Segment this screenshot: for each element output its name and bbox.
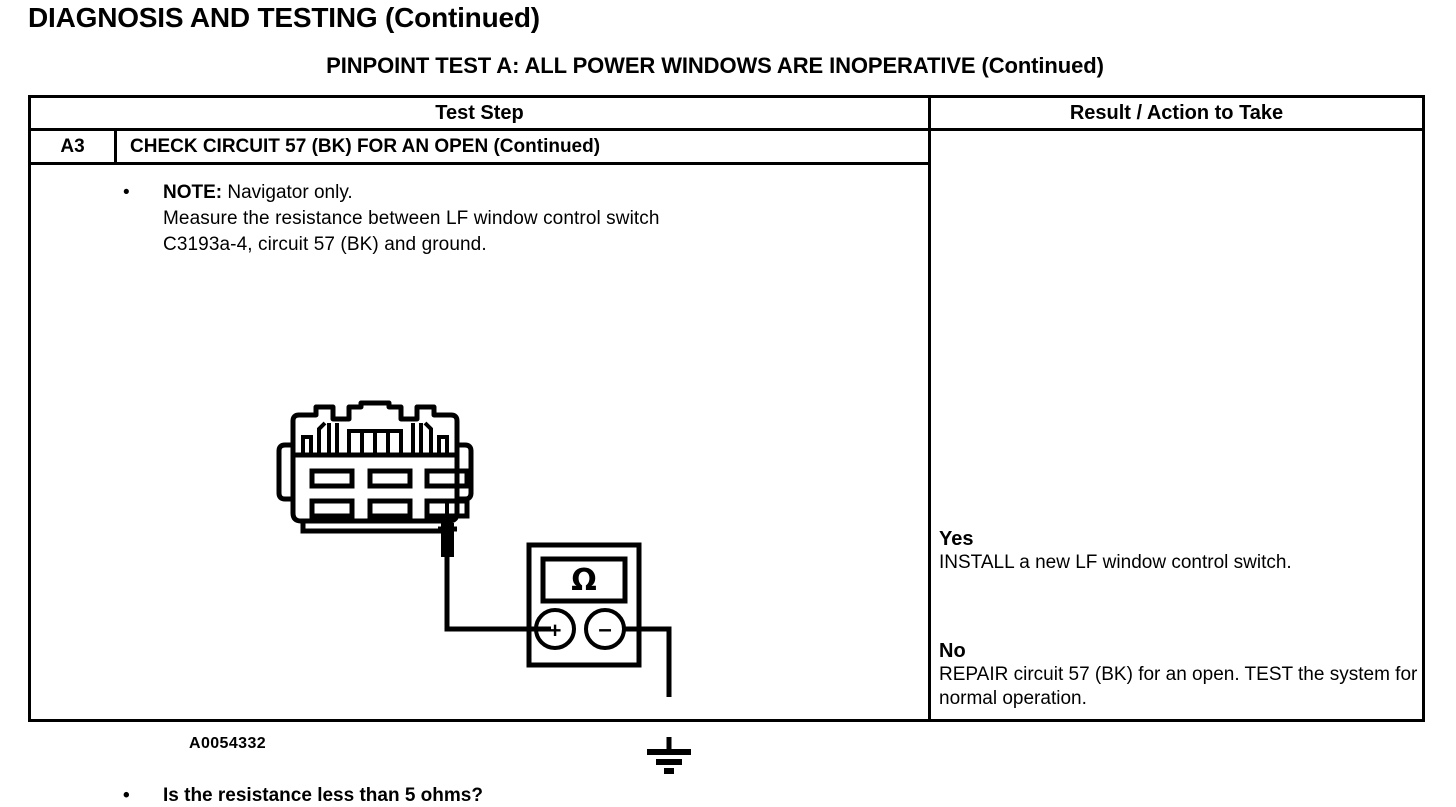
meter-body bbox=[526, 542, 642, 668]
terminal-positive-label: + bbox=[549, 618, 562, 643]
result-yes-label: Yes bbox=[939, 528, 974, 550]
test-probe bbox=[438, 502, 457, 557]
wire-probe-to-positive bbox=[444, 555, 551, 632]
cavity-top-right bbox=[424, 468, 470, 489]
probe-needle bbox=[445, 502, 449, 525]
page-title: DIAGNOSIS AND TESTING (Continued) bbox=[28, 2, 540, 33]
column-divider bbox=[928, 98, 931, 719]
note-text: Navigator only. bbox=[222, 182, 353, 203]
cavity-top-center bbox=[367, 468, 413, 489]
result-no-label: No bbox=[939, 640, 966, 662]
result-no-text: REPAIR circuit 57 (BK) for an open. TEST… bbox=[939, 664, 1418, 709]
cavity-top-left bbox=[309, 468, 355, 489]
ground-symbol bbox=[647, 737, 691, 774]
column-header-test-step: Test Step bbox=[435, 101, 524, 124]
result-yes-text: INSTALL a new LF window control switch. bbox=[939, 552, 1292, 573]
test-question-text: Is the resistance less than 5 ohms? bbox=[163, 785, 483, 806]
result-action-cell: Yes INSTALL a new LF window control swit… bbox=[931, 131, 1422, 719]
test-step-cell: • NOTE: Navigator only. Measure the resi… bbox=[31, 165, 928, 806]
result-yes-block: Yes INSTALL a new LF window control swit… bbox=[939, 527, 1433, 575]
cavity-bottom-center bbox=[367, 498, 413, 519]
pinpoint-test-title: PINPOINT TEST A: ALL POWER WINDOWS ARE I… bbox=[326, 53, 1104, 78]
connector-cavities bbox=[309, 468, 470, 519]
multimeter: Ω + – bbox=[526, 542, 642, 668]
result-no-block: No REPAIR circuit 57 (BK) for an open. T… bbox=[939, 639, 1433, 711]
connector-left-wing bbox=[276, 442, 293, 502]
test-question: • Is the resistance less than 5 ohms? bbox=[123, 785, 903, 807]
terminal-positive-ring bbox=[534, 608, 576, 650]
bullet-dot-icon: • bbox=[123, 785, 130, 806]
note-bullet-line: • NOTE: Navigator only. bbox=[123, 179, 903, 206]
cavity-bottom-left bbox=[309, 498, 355, 519]
column-header-result-action: Result / Action to Take bbox=[1069, 101, 1284, 124]
meter-display bbox=[540, 556, 628, 604]
connector-latch-ribs bbox=[301, 421, 449, 455]
step-id-a3: A3 bbox=[31, 131, 117, 162]
step-title: CHECK CIRCUIT 57 (BK) FOR AN OPEN (Conti… bbox=[130, 135, 601, 157]
connector-top-latch-outline bbox=[290, 400, 460, 428]
table-header-row: Test Step Result / Action to Take bbox=[31, 98, 1422, 131]
measure-line-2: C3193a-4, circuit 57 (BK) and ground. bbox=[163, 234, 487, 255]
terminal-negative-label: – bbox=[598, 616, 611, 643]
resistance-measurement-diagram: Ω + – bbox=[241, 397, 711, 697]
pinpoint-test-table: Test Step Result / Action to Take A3 CHE… bbox=[28, 95, 1425, 806]
meter-ohm-symbol: Ω bbox=[571, 563, 597, 598]
step-header-row: A3 CHECK CIRCUIT 57 (BK) FOR AN OPEN (Co… bbox=[31, 131, 928, 165]
note-label: NOTE: bbox=[163, 182, 223, 203]
wire-negative-to-ground bbox=[623, 626, 672, 697]
bullet-dot-icon: • bbox=[123, 182, 130, 203]
instruction-block: • NOTE: Navigator only. Measure the resi… bbox=[123, 179, 903, 258]
measure-line-1: Measure the resistance between LF window… bbox=[163, 208, 660, 229]
